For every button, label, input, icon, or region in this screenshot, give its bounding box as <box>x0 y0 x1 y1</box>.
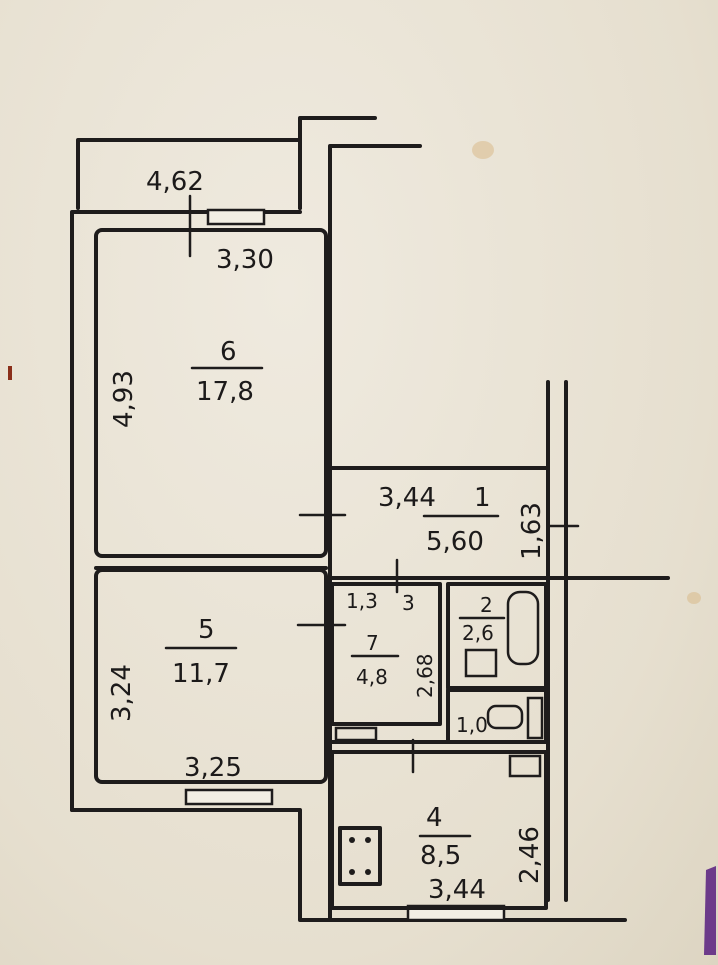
room-3-number: 3 <box>402 591 415 615</box>
outer-wall-top <box>298 116 377 210</box>
room-7-area: 4,8 <box>356 665 388 689</box>
room-6-area: 17,8 <box>196 377 254 407</box>
kitchen-walls <box>330 750 548 910</box>
balcony-width: 4,62 <box>146 167 204 197</box>
room-6-walls <box>94 228 328 558</box>
room-6-width: 3,30 <box>216 245 274 275</box>
hall-area: 5,60 <box>426 527 484 557</box>
room-5-walls <box>94 568 328 784</box>
room-6-number: 6 <box>220 337 237 367</box>
ink-mark <box>704 866 716 955</box>
room-2-area: 2,6 <box>462 621 494 645</box>
room-7-number: 7 <box>366 631 379 655</box>
stain <box>472 141 494 159</box>
sink <box>464 648 498 678</box>
stove <box>338 826 382 886</box>
room-5-number: 5 <box>198 615 215 645</box>
room-3-dim: 1,3 <box>346 589 378 613</box>
stain <box>687 592 701 604</box>
kitchen-number: 4 <box>426 803 443 833</box>
fixture <box>334 726 378 742</box>
room-5-length: 3,24 <box>107 664 137 722</box>
margin-mark <box>8 366 12 380</box>
room-6-length: 4,93 <box>109 370 139 428</box>
window-room-6 <box>206 208 266 226</box>
stove-burner <box>349 837 355 843</box>
room-7-walls <box>330 582 442 726</box>
stove-burner <box>365 837 371 843</box>
hall-dim1: 3,44 <box>378 483 436 513</box>
room-wc-walls <box>446 688 548 744</box>
room-7-dim: 2,68 <box>413 653 437 698</box>
room-5-width: 3,25 <box>184 753 242 783</box>
room-2-number: 2 <box>480 593 493 617</box>
window-room-5 <box>184 788 274 806</box>
wc-area: 1,0 <box>456 713 488 737</box>
kitchen-sink <box>508 754 542 778</box>
cistern <box>526 696 544 740</box>
room-5-area: 11,7 <box>172 659 230 689</box>
bathtub <box>506 590 540 666</box>
corridor-wall <box>328 144 422 922</box>
stove-burner <box>365 869 371 875</box>
toilet <box>486 704 524 730</box>
hall-number: 1 <box>474 483 491 513</box>
kitchen-area: 8,5 <box>420 841 461 871</box>
kitchen-width: 3,44 <box>428 875 486 905</box>
kitchen-length: 2,46 <box>515 826 545 884</box>
stove-burner <box>349 869 355 875</box>
hall-dim2: 1,63 <box>517 502 547 560</box>
